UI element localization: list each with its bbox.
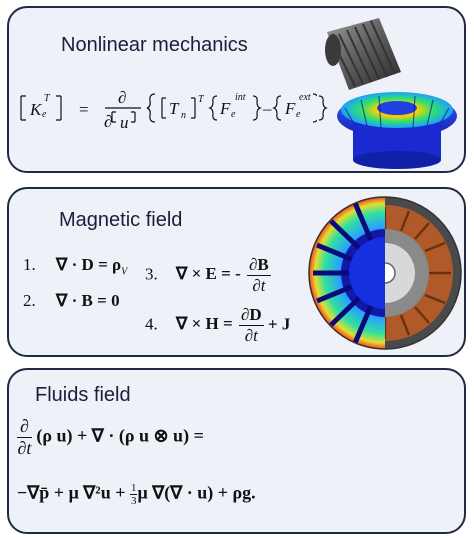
equation-brackets-icon — [20, 93, 317, 123]
panel-title: Nonlinear mechanics — [61, 34, 248, 56]
eq-number: 4. — [145, 314, 158, 334]
eq-text-b: μ ∇(∇ · u) + ρg. — [137, 482, 256, 503]
eq-sub: V — [121, 266, 128, 278]
navier-stokes-line-2: −∇p̄ + μ ∇²u + 1 3 μ ∇(∇ · u) + ρg. — [17, 482, 256, 507]
eq-fraction: ∂D ∂t — [238, 305, 264, 346]
nonlinear-mechanics-panel: Nonlinear mechanics K e T = ∂ ∂ u T n — [7, 6, 466, 173]
pump-model-icon — [229, 380, 456, 530]
eq-fraction: ∂ ∂t — [17, 416, 32, 459]
eq-number: 2. — [23, 291, 36, 310]
eq-text: (ρ u) + ∇ · (ρ u ⊗ u) = — [36, 425, 204, 446]
eq-number: 3. — [145, 264, 158, 284]
t-sub: n — [181, 110, 186, 121]
maxwell-eq-2: 2. ∇ · B = 0 — [23, 291, 120, 311]
f-int-sup: int — [235, 92, 246, 103]
panel-title: Fluids field — [35, 384, 131, 406]
f-int-symbol: F — [220, 99, 231, 118]
frac-num: ∂D — [238, 305, 264, 326]
lhs-symbol: K — [30, 100, 42, 119]
f-ext-symbol: F — [285, 99, 296, 118]
fluids-field-panel: Fluids field ∂ ∂t (ρ u) + ∇ · (ρ u ⊗ u) … — [7, 368, 466, 534]
frac-den: ∂t — [252, 276, 266, 295]
f-ext-sub: e — [296, 109, 301, 120]
eq-fraction: ∂B ∂t — [247, 255, 271, 296]
eq-lhs: ∇ × H = — [176, 314, 233, 334]
frac-den: 3 — [130, 495, 137, 507]
lhs-sub: e — [42, 109, 47, 120]
f-ext-sup: ext — [299, 92, 311, 103]
deriv-var: u — [120, 113, 129, 132]
deriv-num: ∂ — [118, 88, 127, 107]
eq-text: ∇ · D = ρ — [56, 255, 122, 274]
ext-brace-icon — [272, 95, 328, 121]
t-sup: T — [198, 94, 204, 105]
frac-num: ∂B — [247, 255, 271, 276]
eq-number: 1. — [23, 255, 36, 274]
navier-stokes-line-1: ∂ ∂t (ρ u) + ∇ · (ρ u ⊗ u) = — [17, 416, 204, 459]
deriv-den: ∂ — [104, 112, 113, 131]
panel-title: Magnetic field — [59, 209, 183, 231]
frac-num: ∂ — [17, 416, 32, 438]
eq-fraction: 1 3 — [129, 482, 138, 507]
equals-sign: = — [79, 100, 89, 119]
frac-num: 1 — [129, 482, 138, 495]
eq-text: ∇ · B = 0 — [56, 291, 120, 310]
maxwell-eq-1: 1. ∇ · D = ρV — [23, 255, 127, 277]
minus-sign: – — [263, 99, 272, 118]
motor-model-icon — [308, 196, 462, 350]
eq-rhs: + J — [267, 314, 291, 334]
t-symbol: T — [169, 99, 179, 118]
lhs-sup: T — [44, 93, 50, 104]
magnetic-field-panel: Magnetic field 1. ∇ · D = ρV 2. ∇ · B = … — [7, 187, 466, 357]
maxwell-eq-3: 3. ∇ × E = - ∂B ∂t — [145, 255, 271, 296]
maxwell-eq-4: 4. ∇ × H = ∂D ∂t + J — [145, 305, 290, 346]
eq-lhs: ∇ × E = - — [176, 264, 241, 284]
frac-den: ∂t — [17, 438, 32, 458]
f-int-sub: e — [231, 109, 236, 120]
frac-den: ∂t — [244, 326, 258, 345]
gear-model-icon — [325, 18, 457, 169]
eq-text-a: −∇p̄ + μ ∇²u + — [17, 482, 130, 503]
